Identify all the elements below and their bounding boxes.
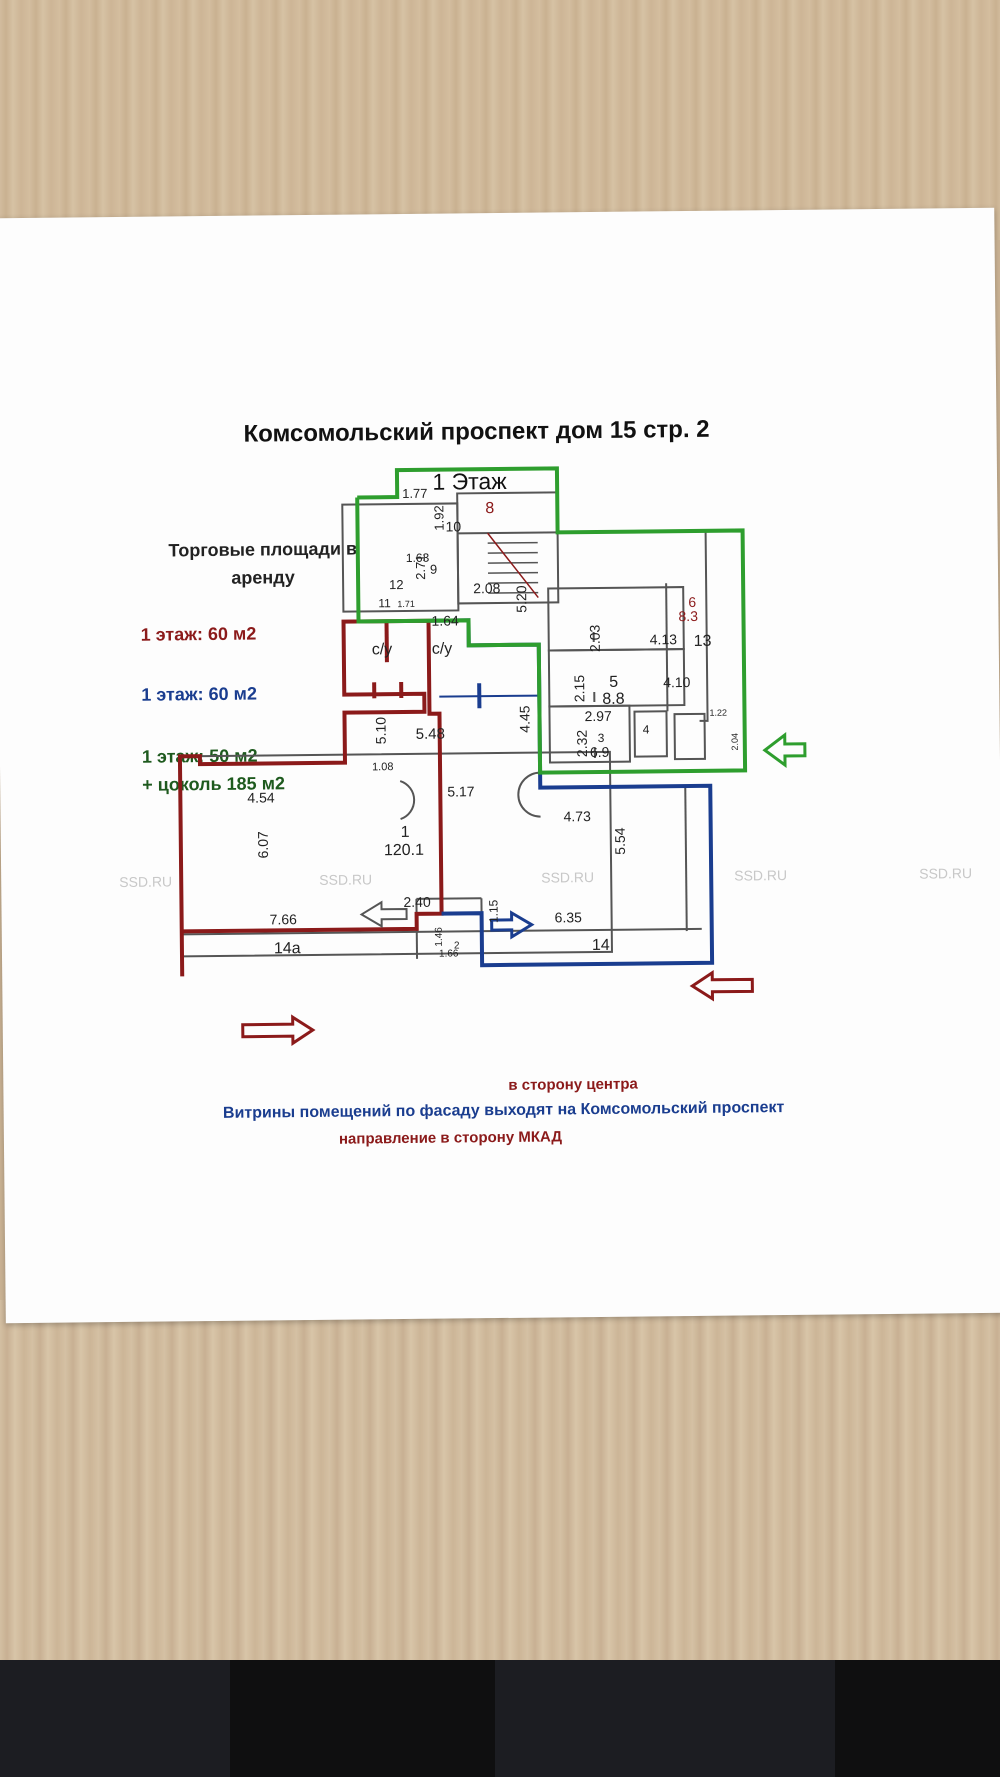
floor-plan: с/у с/у 1 120.1 2 3 6.9 4 5 8.8 6 8.3 8 …: [177, 466, 807, 1046]
room-8-label: 8: [485, 500, 494, 517]
blue-divider: [439, 694, 540, 698]
dim-2-40: 2.40: [403, 894, 431, 910]
right-inner-wall: [684, 786, 688, 932]
dim-2-97: 2.97: [584, 708, 612, 724]
dim-7-66: 7.66: [270, 911, 298, 927]
dim-4-13: 4.13: [650, 631, 678, 647]
red-area-outline: [177, 618, 444, 977]
room-12-label: 12: [389, 577, 404, 592]
stair-hatching: [487, 532, 539, 599]
room-4-box: [633, 710, 668, 758]
plan-walls: [178, 467, 709, 959]
room-10-label: 10: [445, 518, 461, 534]
blue-entrance-arrow: [490, 910, 535, 940]
room-6-area: 8.3: [678, 608, 698, 624]
dim-6-07: 6.07: [255, 831, 271, 859]
room-14-label: 14: [592, 937, 610, 954]
room-11-label: 11: [378, 596, 391, 610]
dim-1-64: 1.64: [431, 612, 459, 628]
room-13-label: 13: [694, 633, 712, 650]
dim-4-54: 4.54: [247, 789, 275, 805]
dim-2-15: 2.15: [571, 675, 587, 703]
arrow-to-mkad-icon: [241, 1014, 316, 1046]
room-6-number: 6: [688, 594, 696, 610]
dim-2-08: 2.08: [473, 580, 501, 596]
dim-1-71: 1.71: [397, 599, 415, 609]
dim-1-46: 1.46: [434, 927, 445, 947]
wooden-table-top: [0, 0, 1000, 240]
dim-4-45: 4.45: [516, 705, 532, 733]
corridor-wall: [665, 583, 669, 712]
dim-1-15: 1.15: [486, 899, 500, 923]
dim-1-66: 1.66: [439, 948, 459, 959]
dark-floor-strip: [0, 1660, 1000, 1777]
dim-5-17: 5.17: [447, 783, 475, 799]
caption-to-center: в сторону центра: [508, 1075, 638, 1094]
dim-2-03: 2.03: [587, 624, 603, 652]
room-5-area: 8.8: [602, 691, 625, 708]
wc-2-label: с/у: [432, 640, 453, 657]
door-arc-1: [399, 780, 416, 820]
room-1-number: 1: [401, 824, 410, 841]
wc-1-label: с/у: [372, 641, 393, 658]
room-9-label: 9: [430, 562, 437, 577]
room-3-area: 6.9: [590, 744, 610, 760]
shoe-right: [495, 1660, 835, 1777]
room-2-number: 2: [454, 940, 460, 951]
facade-inner-line: [181, 927, 702, 936]
room-3-box: [548, 704, 632, 764]
room-1-area: 120.1: [384, 842, 424, 859]
dim-2-71: 2.71: [413, 554, 428, 579]
room-4-number: 4: [643, 722, 650, 736]
stair-small-box: [673, 712, 706, 761]
dim-1-63: 1.63: [406, 551, 430, 565]
arrow-to-center-icon: [689, 970, 754, 1002]
dim-5-54: 5.54: [612, 827, 628, 855]
dim-1-92: 1.92: [431, 505, 446, 530]
room-5-number: 5: [609, 674, 618, 691]
dim-5-10: 5.10: [373, 717, 389, 745]
dim-1-22: 1.22: [709, 708, 727, 718]
grey-entrance-arrow: [359, 900, 408, 929]
green-area-outline: [355, 466, 748, 775]
green-entrance-arrow: [762, 732, 807, 768]
wooden-table-bottom: [0, 1300, 1000, 1680]
dim-4-10: 4.10: [663, 674, 691, 690]
dim-6-35: 6.35: [555, 909, 583, 925]
dimension-labels: 1.77 1.63 1.71 2.08 1.64 4.13 4.10 2.97 …: [247, 486, 691, 960]
door-arc-2: [517, 771, 541, 818]
dim-2-32: 2.32: [574, 730, 590, 758]
dim-4-73: 4.73: [563, 808, 591, 824]
room-labels: с/у с/у 1 120.1 2 3 6.9 4 5 8.8 6 8.3 8 …: [274, 500, 712, 957]
stair-divider: [457, 531, 558, 535]
dim-1-08: 1.08: [372, 761, 394, 773]
room-3-number: 3: [598, 731, 605, 745]
dim-5-20: 5.20: [513, 585, 529, 613]
room-14a-label: 14а: [274, 940, 301, 957]
stair-block: [456, 491, 560, 605]
shoe-left: [0, 1660, 230, 1777]
dim-2-04: 2.04: [730, 733, 740, 751]
paper-sheet: Комсомольский проспект дом 15 стр. 2 1 Э…: [0, 207, 1000, 1324]
dim-1-77: 1.77: [402, 486, 427, 501]
vestibule-top: [416, 897, 482, 900]
dim-5-48: 5.48: [416, 726, 445, 743]
caption-to-mkad: направление в сторону МКАД: [338, 1128, 563, 1148]
vertical-dimension-labels: 1.92 2.71 5.20 2.03 2.15 2.32 4.45 5.10 …: [255, 505, 740, 947]
